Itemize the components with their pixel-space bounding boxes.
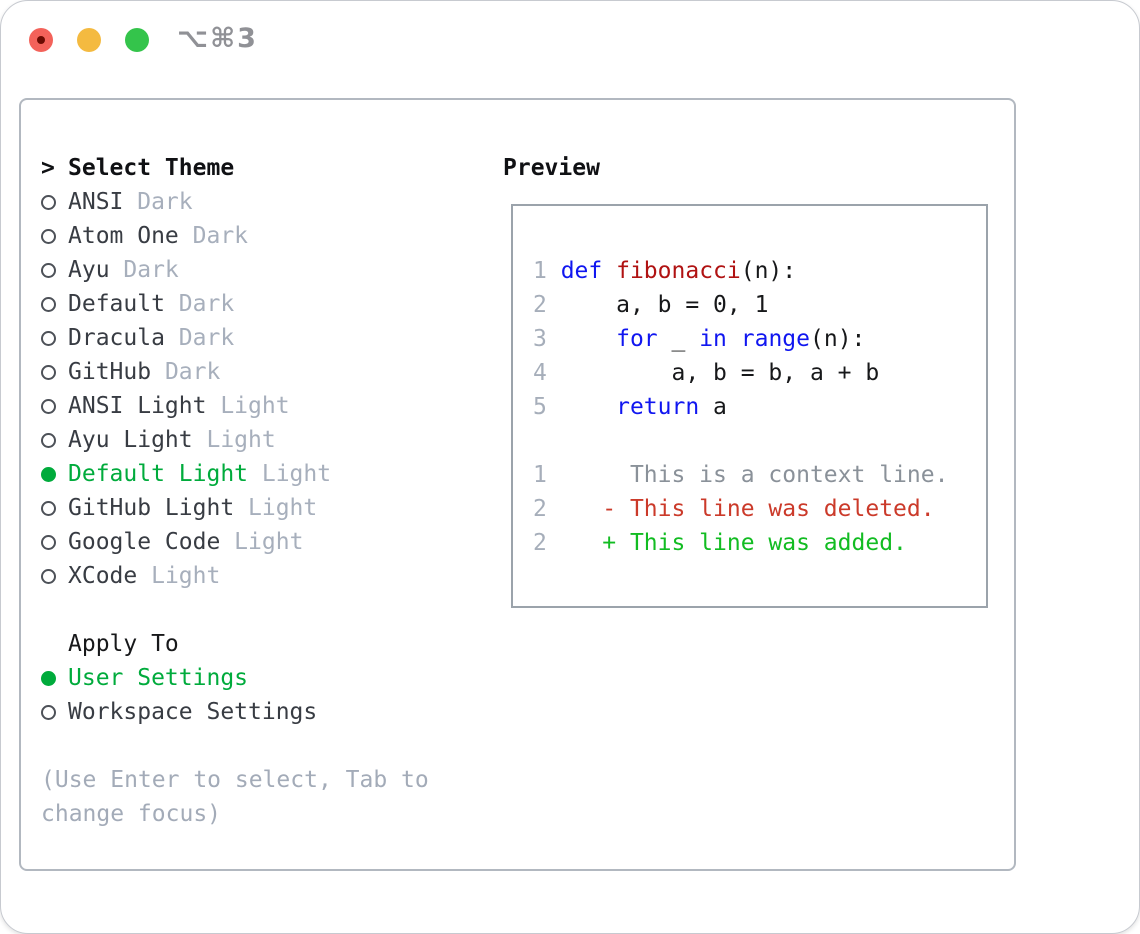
radio-icon bbox=[41, 364, 68, 380]
preview-box: 1 def fibonacci(n): 2 a, b = 0, 1 3 for _ … bbox=[511, 204, 988, 608]
option-variant-label: Light bbox=[192, 427, 276, 453]
option-variant-label: Light bbox=[220, 529, 304, 555]
option-label: ANSI Light bbox=[68, 393, 207, 419]
code-line: 1 This is a context line. bbox=[533, 462, 949, 488]
radio-icon bbox=[41, 330, 68, 346]
option-label: Default Light bbox=[68, 461, 249, 487]
code-line: 4 a, b = b, a + b bbox=[533, 360, 880, 386]
option-label: ANSI bbox=[68, 189, 124, 215]
preview-title: Preview bbox=[503, 155, 600, 181]
option-label: Atom One bbox=[68, 223, 179, 249]
window-title: ⌥⌘3 bbox=[177, 23, 258, 54]
code-line bbox=[533, 220, 986, 254]
theme-option[interactable]: Atom One Dark bbox=[41, 219, 481, 253]
option-label: User Settings bbox=[68, 665, 249, 691]
titlebar: ⌥⌘3 bbox=[1, 1, 1139, 79]
code-line: 2 + This line was added. bbox=[533, 530, 907, 556]
option-label: Ayu bbox=[68, 257, 110, 283]
option-variant-label: Light bbox=[234, 495, 318, 521]
theme-option[interactable]: Dracula Dark bbox=[41, 321, 481, 355]
theme-option[interactable]: ANSI Dark bbox=[41, 185, 481, 219]
code-line: 3 for _ in range(n): bbox=[533, 326, 866, 352]
keyboard-hint: (Use Enter to select, Tab to change focu… bbox=[41, 767, 429, 827]
option-variant-label: Dark bbox=[151, 359, 221, 385]
code-line: 5 return a bbox=[533, 394, 727, 420]
close-button[interactable] bbox=[29, 28, 53, 52]
spacer bbox=[41, 729, 481, 763]
theme-option[interactable]: Default Light Light bbox=[41, 457, 481, 491]
option-label: Default bbox=[68, 291, 165, 317]
theme-picker-title: Select Theme bbox=[68, 155, 235, 181]
radio-icon bbox=[41, 568, 68, 584]
radio-icon bbox=[41, 704, 68, 720]
minimize-button[interactable] bbox=[77, 28, 101, 52]
option-variant-label: Light bbox=[137, 563, 221, 589]
zoom-button[interactable] bbox=[125, 28, 149, 52]
code-line: 2 a, b = 0, 1 bbox=[533, 292, 769, 318]
code-line: 1 def fibonacci(n): bbox=[533, 258, 797, 284]
apply-to-title: Apply To bbox=[68, 631, 179, 657]
code-line bbox=[533, 424, 986, 458]
radio-icon bbox=[41, 194, 68, 210]
option-variant-label: Dark bbox=[123, 189, 193, 215]
code-preview: 1 def fibonacci(n): 2 a, b = 0, 1 3 for _ … bbox=[513, 206, 986, 560]
theme-option[interactable]: Ayu Light Light bbox=[41, 423, 481, 457]
option-label: XCode bbox=[68, 563, 138, 589]
option-variant-label: Dark bbox=[109, 257, 179, 283]
option-variant-label: Dark bbox=[178, 223, 249, 249]
option-variant-label: Light bbox=[206, 393, 290, 419]
theme-option[interactable]: XCode Light bbox=[41, 559, 481, 593]
radio-selected-icon bbox=[41, 466, 68, 482]
theme-option[interactable]: GitHub Dark bbox=[41, 355, 481, 389]
option-label: Ayu Light bbox=[68, 427, 193, 453]
radio-icon bbox=[41, 296, 68, 312]
radio-selected-icon bbox=[41, 670, 68, 686]
option-label: Dracula bbox=[68, 325, 165, 351]
focus-caret-icon: > bbox=[41, 155, 55, 181]
option-label: Google Code bbox=[68, 529, 221, 555]
radio-icon bbox=[41, 262, 68, 278]
option-variant-label: Dark bbox=[164, 291, 235, 317]
option-label: GitHub Light bbox=[68, 495, 235, 521]
apply-to-option[interactable]: Workspace Settings bbox=[41, 695, 481, 729]
option-variant-label: Light bbox=[248, 461, 332, 487]
theme-option[interactable]: Ayu Dark bbox=[41, 253, 481, 287]
apply-to-header: Apply To bbox=[41, 627, 481, 661]
radio-icon bbox=[41, 398, 68, 414]
apply-to-option[interactable]: User Settings bbox=[41, 661, 481, 695]
option-variant-label: Dark bbox=[164, 325, 235, 351]
theme-option[interactable]: Google Code Light bbox=[41, 525, 481, 559]
radio-icon bbox=[41, 228, 68, 244]
option-label: Workspace Settings bbox=[68, 699, 318, 725]
theme-option[interactable]: GitHub Light Light bbox=[41, 491, 481, 525]
option-label: GitHub bbox=[68, 359, 152, 385]
theme-option[interactable]: ANSI Light Light bbox=[41, 389, 481, 423]
theme-option[interactable]: Default Dark bbox=[41, 287, 481, 321]
code-line: 2 - This line was deleted. bbox=[533, 496, 935, 522]
radio-icon bbox=[41, 534, 68, 550]
radio-icon bbox=[41, 500, 68, 516]
theme-picker-header: > Select Theme bbox=[41, 151, 481, 185]
radio-icon bbox=[41, 432, 68, 448]
spacer bbox=[41, 593, 481, 627]
